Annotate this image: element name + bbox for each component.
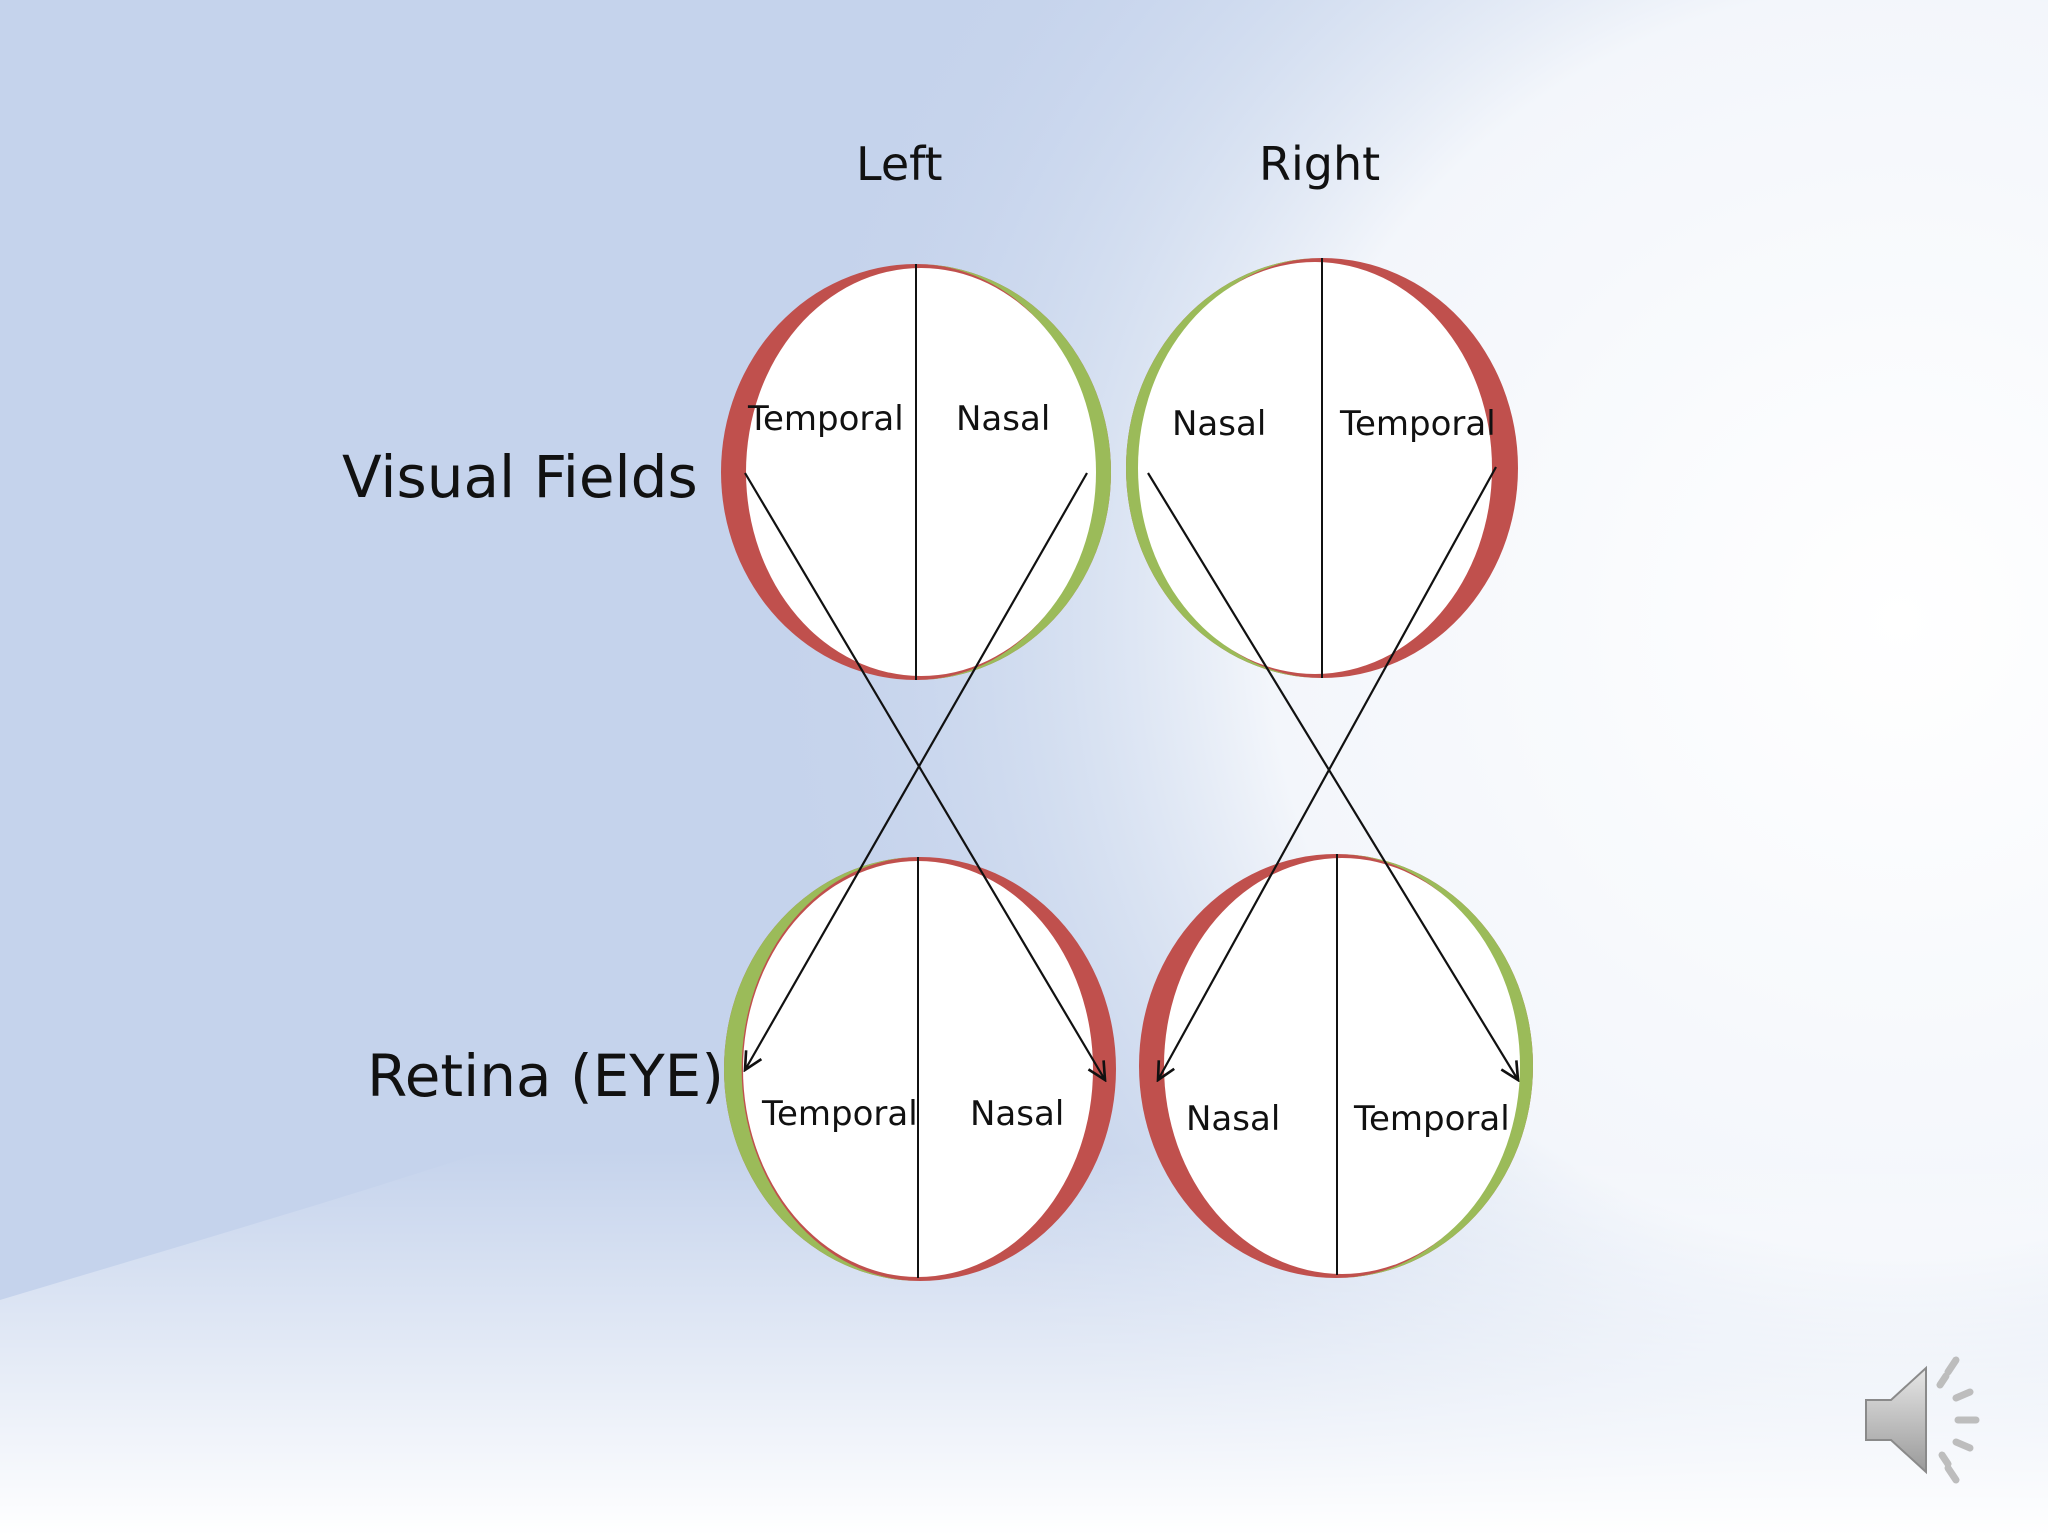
retina-right-circle <box>1139 854 1533 1278</box>
vf-left-nasal-label: Nasal <box>956 399 1051 439</box>
row-label-visual-fields: Visual Fields <box>342 443 698 511</box>
arrow-left-nasal-to-retina-temporal <box>745 472 1088 1070</box>
vf-right-nasal-label: Nasal <box>1172 404 1267 444</box>
vf-left-temporal-label: Temporal <box>748 399 904 439</box>
column-label-right: Right <box>1259 137 1381 191</box>
retina-right-nasal-label: Nasal <box>1186 1099 1281 1139</box>
arrow-right-temporal-to-retina-nasal <box>1158 466 1497 1080</box>
arrow-left-temporal-to-retina-nasal <box>744 472 1105 1080</box>
speaker-icon[interactable] <box>1856 1350 2006 1490</box>
column-label-left: Left <box>856 137 943 191</box>
retina-left-circle <box>724 857 1116 1281</box>
row-label-retina: Retina (EYE) <box>367 1042 724 1110</box>
arrow-right-nasal-to-retina-temporal <box>1147 472 1518 1080</box>
vf-right-temporal-label: Temporal <box>1340 404 1496 444</box>
retina-left-temporal-label: Temporal <box>762 1094 918 1134</box>
retina-right-temporal-label: Temporal <box>1354 1099 1510 1139</box>
visual-field-left-circle <box>721 264 1111 680</box>
visual-field-right-circle <box>1126 258 1518 678</box>
retina-left-nasal-label: Nasal <box>970 1094 1065 1134</box>
